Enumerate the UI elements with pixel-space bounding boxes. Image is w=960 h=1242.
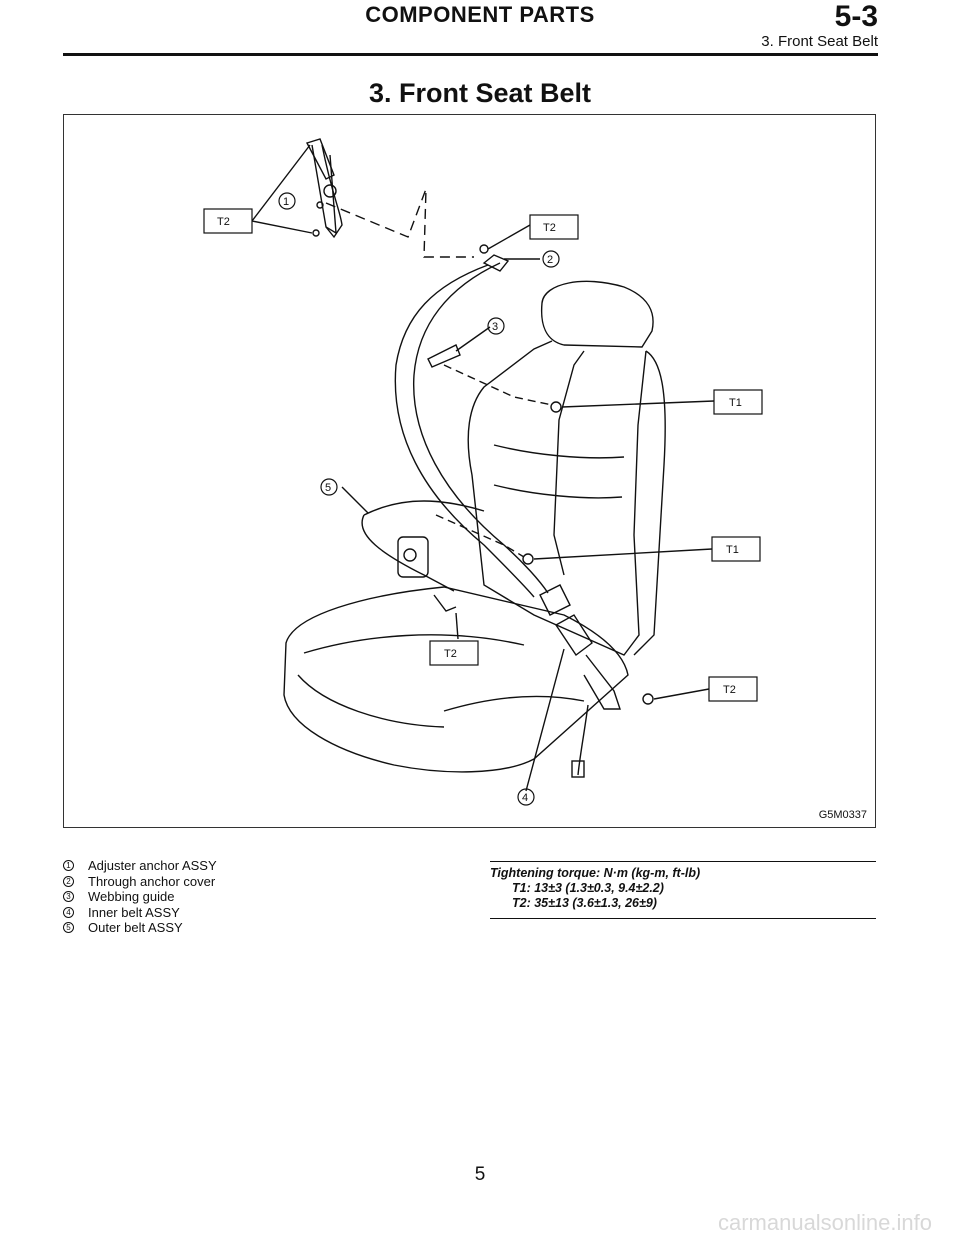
parts-legend: 1 Adjuster anchor ASSY 2 Through anchor …	[63, 858, 463, 936]
legend-item: 2 Through anchor cover	[63, 874, 463, 890]
tightening-torque-box: Tightening torque: N·m (kg-m, ft-lb) T1:…	[490, 861, 876, 919]
header-subtitle: 3. Front Seat Belt	[761, 33, 878, 50]
torque-t2: T2: 35±13 (3.6±1.3, 26±9)	[512, 896, 657, 910]
callout-1: 1	[283, 196, 289, 208]
torque-heading: Tightening torque: N·m (kg-m, ft-lb)	[490, 866, 701, 880]
seat-belt-diagram: T2 T2 T1 T1 T2 T2 1 2 3 5 4 G5M0337	[63, 114, 876, 828]
adjuster-anchor-drawing	[305, 138, 343, 239]
watermark: carmanualsonline.info	[717, 1210, 932, 1235]
header-section-number: 5-3	[834, 0, 878, 33]
legend-label: Through anchor cover	[88, 873, 216, 889]
page-title: 3. Front Seat Belt	[368, 78, 592, 108]
legend-label: Adjuster anchor ASSY	[88, 858, 217, 873]
inner-belt-drawing	[539, 584, 621, 778]
seat-belt-illustration: T2 T2 T1 T1 T2 T2 1 2 3 5 4	[203, 138, 763, 806]
figure-code: G5M0337	[818, 809, 867, 821]
legend-number: 2	[63, 875, 74, 887]
page-number: 5	[474, 1164, 486, 1185]
legend-number: 5	[63, 922, 74, 934]
callout-3: 3	[492, 321, 498, 333]
callout-4: 4	[522, 792, 528, 804]
legend-item: 4 Inner belt ASSY	[63, 905, 463, 921]
torque-label-t2: T2	[217, 216, 230, 228]
callout-5: 5	[325, 482, 331, 494]
legend-number: 3	[63, 891, 74, 903]
seat-back-drawing	[467, 280, 666, 656]
header-rule	[63, 53, 878, 56]
torque-label-t1: T1	[726, 544, 739, 556]
torque-label-t2: T2	[723, 684, 736, 696]
legend-label: Inner belt ASSY	[88, 904, 180, 920]
legend-item: 1 Adjuster anchor ASSY	[63, 858, 463, 874]
legend-label: Webbing guide	[88, 889, 175, 904]
outer-belt-drawing	[361, 262, 549, 612]
legend-label: Outer belt ASSY	[88, 920, 183, 935]
torque-t1: T1: 13±3 (1.3±0.3, 9.4±2.2)	[512, 881, 664, 895]
torque-label-t2: T2	[543, 222, 556, 234]
legend-item: 5 Outer belt ASSY	[63, 920, 463, 936]
torque-label-t2: T2	[444, 648, 457, 660]
callout-2: 2	[547, 254, 553, 266]
torque-label-t1: T1	[729, 397, 742, 409]
legend-number: 1	[63, 860, 74, 872]
legend-item: 3 Webbing guide	[63, 889, 463, 905]
bolt-icons	[479, 244, 654, 705]
legend-number: 4	[63, 906, 74, 918]
header-category: COMPONENT PARTS	[365, 2, 595, 27]
